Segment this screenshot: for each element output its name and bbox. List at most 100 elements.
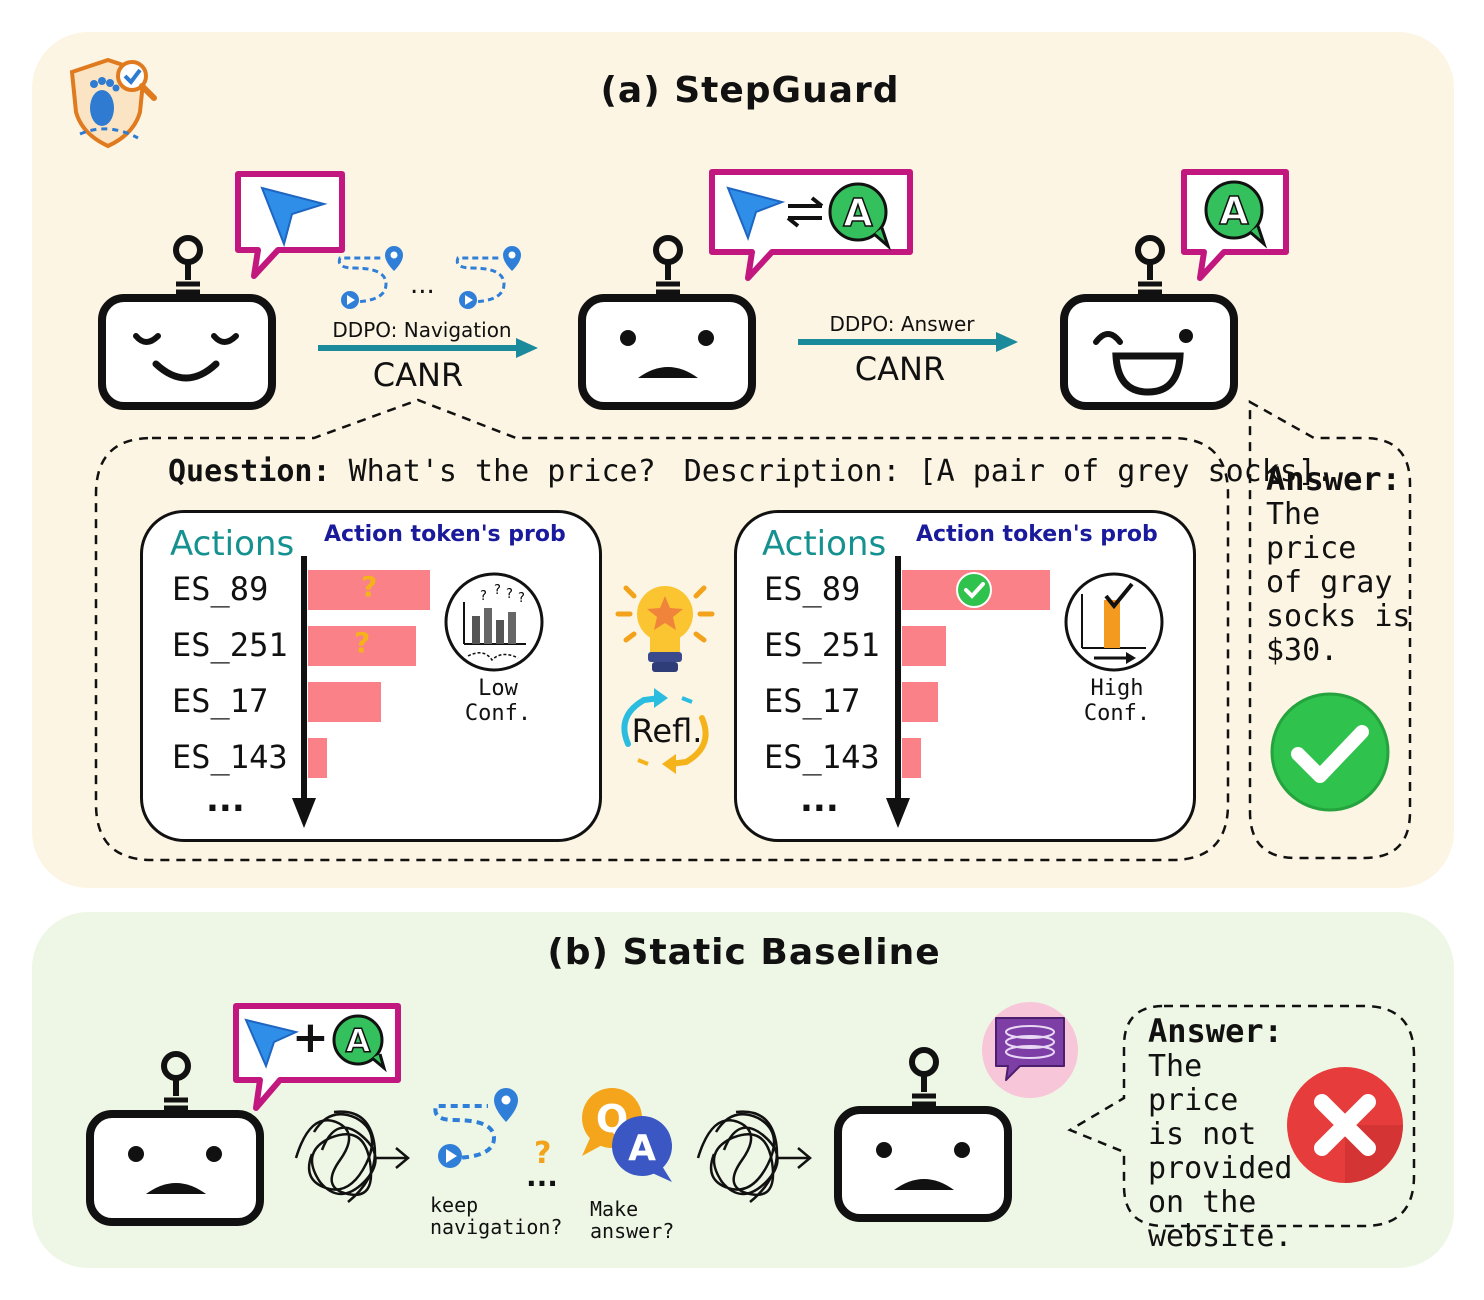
high-confidence-card	[734, 510, 1196, 842]
answer-callout-border	[1067, 1004, 1416, 1228]
action-label: ES_89	[172, 570, 269, 608]
uncertain-ellipsis: ...	[526, 1160, 558, 1193]
answer-line: of gray	[1266, 565, 1393, 600]
svg-text:?: ?	[506, 587, 513, 602]
answer-callout-border	[1248, 399, 1412, 860]
speech-bubble-answer: A	[1181, 169, 1289, 281]
answer-line: The price	[1266, 497, 1357, 566]
check-icon	[1270, 692, 1390, 812]
make-answer-line: Make	[590, 1197, 639, 1221]
answer-line: $30.	[1266, 633, 1339, 668]
prob-bar	[902, 682, 938, 722]
make-answer-line: answer?	[590, 1219, 675, 1243]
step-ellipsis: ...	[410, 270, 435, 300]
action-label: ES_17	[764, 682, 861, 720]
uncertain-mark: ?	[361, 570, 378, 603]
arrow-right-icon	[318, 338, 538, 358]
svg-text:?: ?	[494, 583, 501, 598]
prob-axis-arrow	[886, 556, 910, 828]
lightbulb-icon	[615, 585, 715, 672]
uncertain-mark: ?	[354, 626, 371, 659]
action-label: ES_17	[172, 682, 269, 720]
detail-callout-border	[94, 398, 1230, 862]
answer-line: socks is	[1266, 599, 1411, 634]
low-confidence-chart-icon: ?? ??	[444, 572, 544, 672]
stepguard-logo-icon	[69, 57, 157, 149]
keep-navigation-line: navigation?	[430, 1215, 563, 1239]
panel-a-title: (a) StepGuard	[600, 70, 900, 111]
confused-bubble-icon	[982, 1002, 1078, 1098]
robot-calm-icon	[98, 235, 276, 410]
svg-text:?: ?	[480, 589, 487, 604]
action-label: ES_143	[764, 738, 880, 776]
qa-icon: Q A	[582, 1088, 672, 1182]
uncertain-question-mark: ?	[534, 1136, 552, 1171]
action-label: ES_143	[172, 738, 288, 776]
answer-title: Answer:	[1266, 460, 1401, 498]
prob-bar	[902, 738, 921, 778]
action-label: ES_251	[764, 626, 880, 664]
question-label: Question:	[168, 454, 331, 489]
reflection-cycle-icon	[621, 688, 709, 774]
answer-panel-b: Answer: The price is not provided on the…	[1148, 1012, 1298, 1254]
speech-bubble-nav-plus-answer: A	[233, 1003, 401, 1111]
action-prob-header: Action token's prob	[324, 522, 566, 547]
description-text: [A pair of grey socks].	[918, 454, 1334, 489]
more-actions-ellipsis: ...	[800, 780, 839, 820]
reflection-label: Refl.	[631, 712, 703, 750]
keep-navigation-line: keep	[430, 1193, 479, 1217]
prob-axis-arrow	[292, 556, 316, 828]
more-actions-ellipsis: ...	[206, 780, 245, 820]
description-label: Description:	[683, 454, 901, 489]
route-icon	[433, 1088, 518, 1168]
robot-neutral-icon	[578, 235, 756, 410]
make-answer-label: Make answer?	[590, 1198, 674, 1242]
question-text: What's the price?	[348, 454, 656, 489]
ddpo-answer-label: DDPO: Answer	[829, 312, 975, 336]
low-conf-label: Low Conf.	[464, 676, 532, 726]
robot-happy-icon	[1060, 235, 1238, 410]
actions-header: Actions	[170, 524, 295, 564]
svg-text:A: A	[1219, 189, 1249, 233]
prob-bar	[308, 570, 430, 610]
actions-header: Actions	[762, 524, 887, 564]
route-icon	[337, 246, 403, 309]
high-conf-label: High Conf.	[1083, 676, 1151, 726]
high-confidence-chart-icon	[1064, 572, 1164, 672]
tangled-process-icon	[696, 1110, 812, 1203]
svg-text:A: A	[843, 191, 873, 235]
answer-line: is not	[1148, 1117, 1257, 1152]
speech-bubble-nav-or-answer: A	[709, 169, 913, 281]
low-confidence-card	[140, 510, 602, 842]
answer-line: provided	[1148, 1151, 1293, 1186]
canr-label: CANR	[854, 350, 946, 388]
prob-bar	[308, 738, 327, 778]
prob-bar	[308, 626, 416, 666]
answer-title: Answer:	[1148, 1012, 1283, 1050]
action-prob-header: Action token's prob	[916, 522, 1158, 547]
route-icon	[455, 246, 521, 309]
canr-label: CANR	[372, 356, 464, 394]
speech-bubble-navigation	[235, 171, 345, 279]
panel-b-title: (b) Static Baseline	[547, 932, 941, 973]
action-label: ES_89	[764, 570, 861, 608]
answer-line: on the	[1148, 1185, 1257, 1220]
prob-bar	[308, 682, 381, 722]
action-label: ES_251	[172, 626, 288, 664]
svg-text:A: A	[346, 1022, 371, 1060]
check-icon	[956, 572, 992, 608]
arrow-right-icon	[798, 332, 1018, 352]
cross-icon	[1287, 1067, 1403, 1183]
robot-neutral-icon	[834, 1047, 1012, 1222]
answer-line: The price	[1148, 1049, 1239, 1118]
answer-line: website.	[1148, 1219, 1293, 1254]
question-line: Question: What's the price? Description:…	[168, 454, 1334, 489]
svg-text:?: ?	[518, 591, 525, 606]
keep-navigation-label: keep navigation?	[430, 1194, 562, 1238]
answer-panel-a: Answer: The price of gray socks is $30.	[1266, 460, 1416, 668]
svg-text:A: A	[628, 1128, 656, 1169]
plus-sign: +	[292, 1012, 329, 1063]
tangled-process-icon	[294, 1110, 410, 1203]
robot-neutral-icon	[86, 1051, 264, 1226]
prob-bar	[902, 626, 946, 666]
